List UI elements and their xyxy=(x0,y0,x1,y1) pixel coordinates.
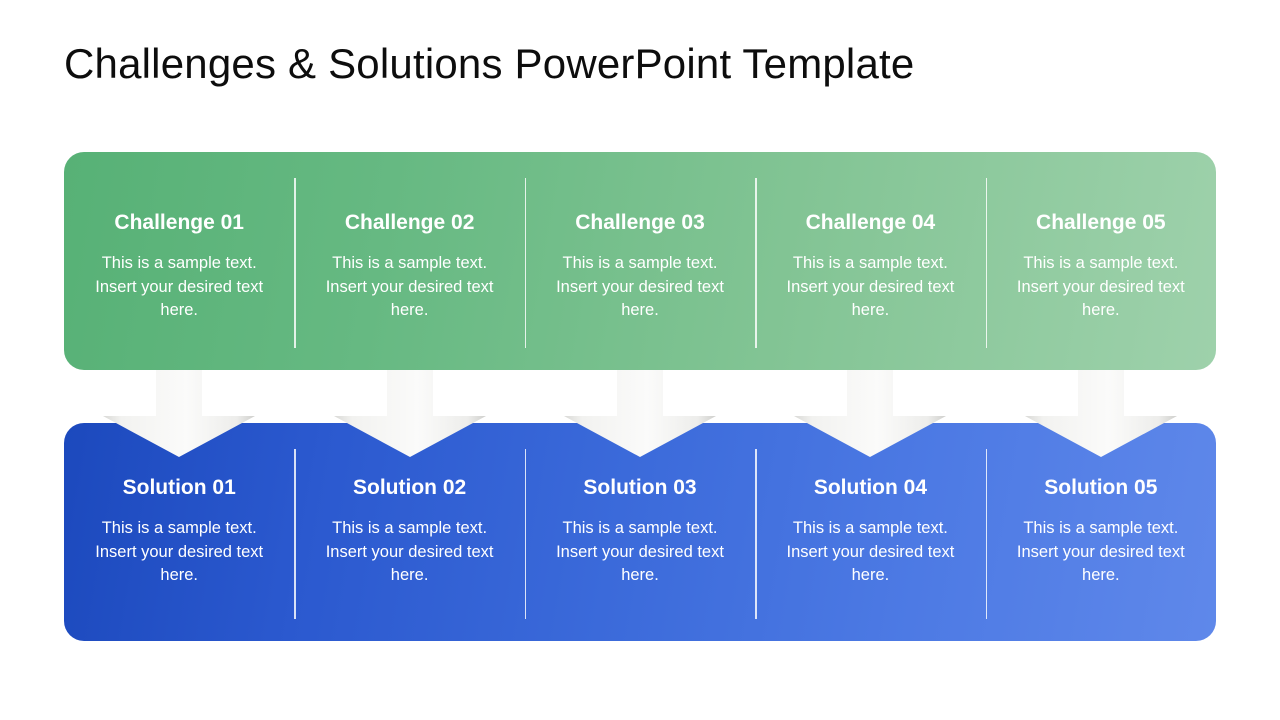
challenge-heading: Challenge 04 xyxy=(805,211,936,234)
solution-body: This is a sample text. Insert your desir… xyxy=(325,519,494,585)
challenge-column-5[interactable]: Challenge 05 This is a sample text. Inse… xyxy=(985,152,1216,370)
solution-heading: Solution 01 xyxy=(122,476,236,499)
solution-column-4[interactable]: Solution 04 This is a sample text. Inser… xyxy=(755,423,985,641)
challenge-heading: Challenge 01 xyxy=(114,211,244,234)
challenges-panel: Challenge 01 This is a sample text. Inse… xyxy=(64,152,1216,370)
challenge-body: This is a sample text. Insert your desir… xyxy=(325,254,494,320)
solution-heading: Solution 05 xyxy=(1044,476,1158,499)
challenge-heading: Challenge 02 xyxy=(344,211,475,234)
challenge-column-4[interactable]: Challenge 04 This is a sample text. Inse… xyxy=(755,152,985,370)
solution-body: This is a sample text. Insert your desir… xyxy=(1016,519,1185,585)
challenge-body: This is a sample text. Insert your desir… xyxy=(556,254,724,320)
solution-heading: Solution 04 xyxy=(813,476,928,499)
challenge-heading: Challenge 03 xyxy=(575,211,705,234)
challenge-body: This is a sample text. Insert your desir… xyxy=(95,254,264,320)
solution-column-3[interactable]: Solution 03 This is a sample text. Inser… xyxy=(524,423,755,641)
challenge-body: This is a sample text. Insert your desir… xyxy=(1016,254,1185,320)
solution-body: This is a sample text. Insert your desir… xyxy=(786,519,955,585)
challenge-column-2[interactable]: Challenge 02 This is a sample text. Inse… xyxy=(294,152,524,370)
challenge-body: This is a sample text. Insert your desir… xyxy=(786,254,955,320)
solution-heading: Solution 02 xyxy=(353,476,467,499)
solution-column-5[interactable]: Solution 05 This is a sample text. Inser… xyxy=(985,423,1216,641)
solution-body: This is a sample text. Insert your desir… xyxy=(95,519,264,585)
solution-column-2[interactable]: Solution 02 This is a sample text. Inser… xyxy=(294,423,524,641)
challenge-heading: Challenge 05 xyxy=(1036,211,1166,234)
solution-body: This is a sample text. Insert your desir… xyxy=(556,519,724,585)
page-title: Challenges & Solutions PowerPoint Templa… xyxy=(64,40,915,87)
solutions-panel: Solution 01 This is a sample text. Inser… xyxy=(64,423,1216,641)
solution-column-1[interactable]: Solution 01 This is a sample text. Inser… xyxy=(64,423,294,641)
solution-heading: Solution 03 xyxy=(583,476,697,499)
challenge-column-1[interactable]: Challenge 01 This is a sample text. Inse… xyxy=(64,152,294,370)
challenge-column-3[interactable]: Challenge 03 This is a sample text. Inse… xyxy=(524,152,755,370)
